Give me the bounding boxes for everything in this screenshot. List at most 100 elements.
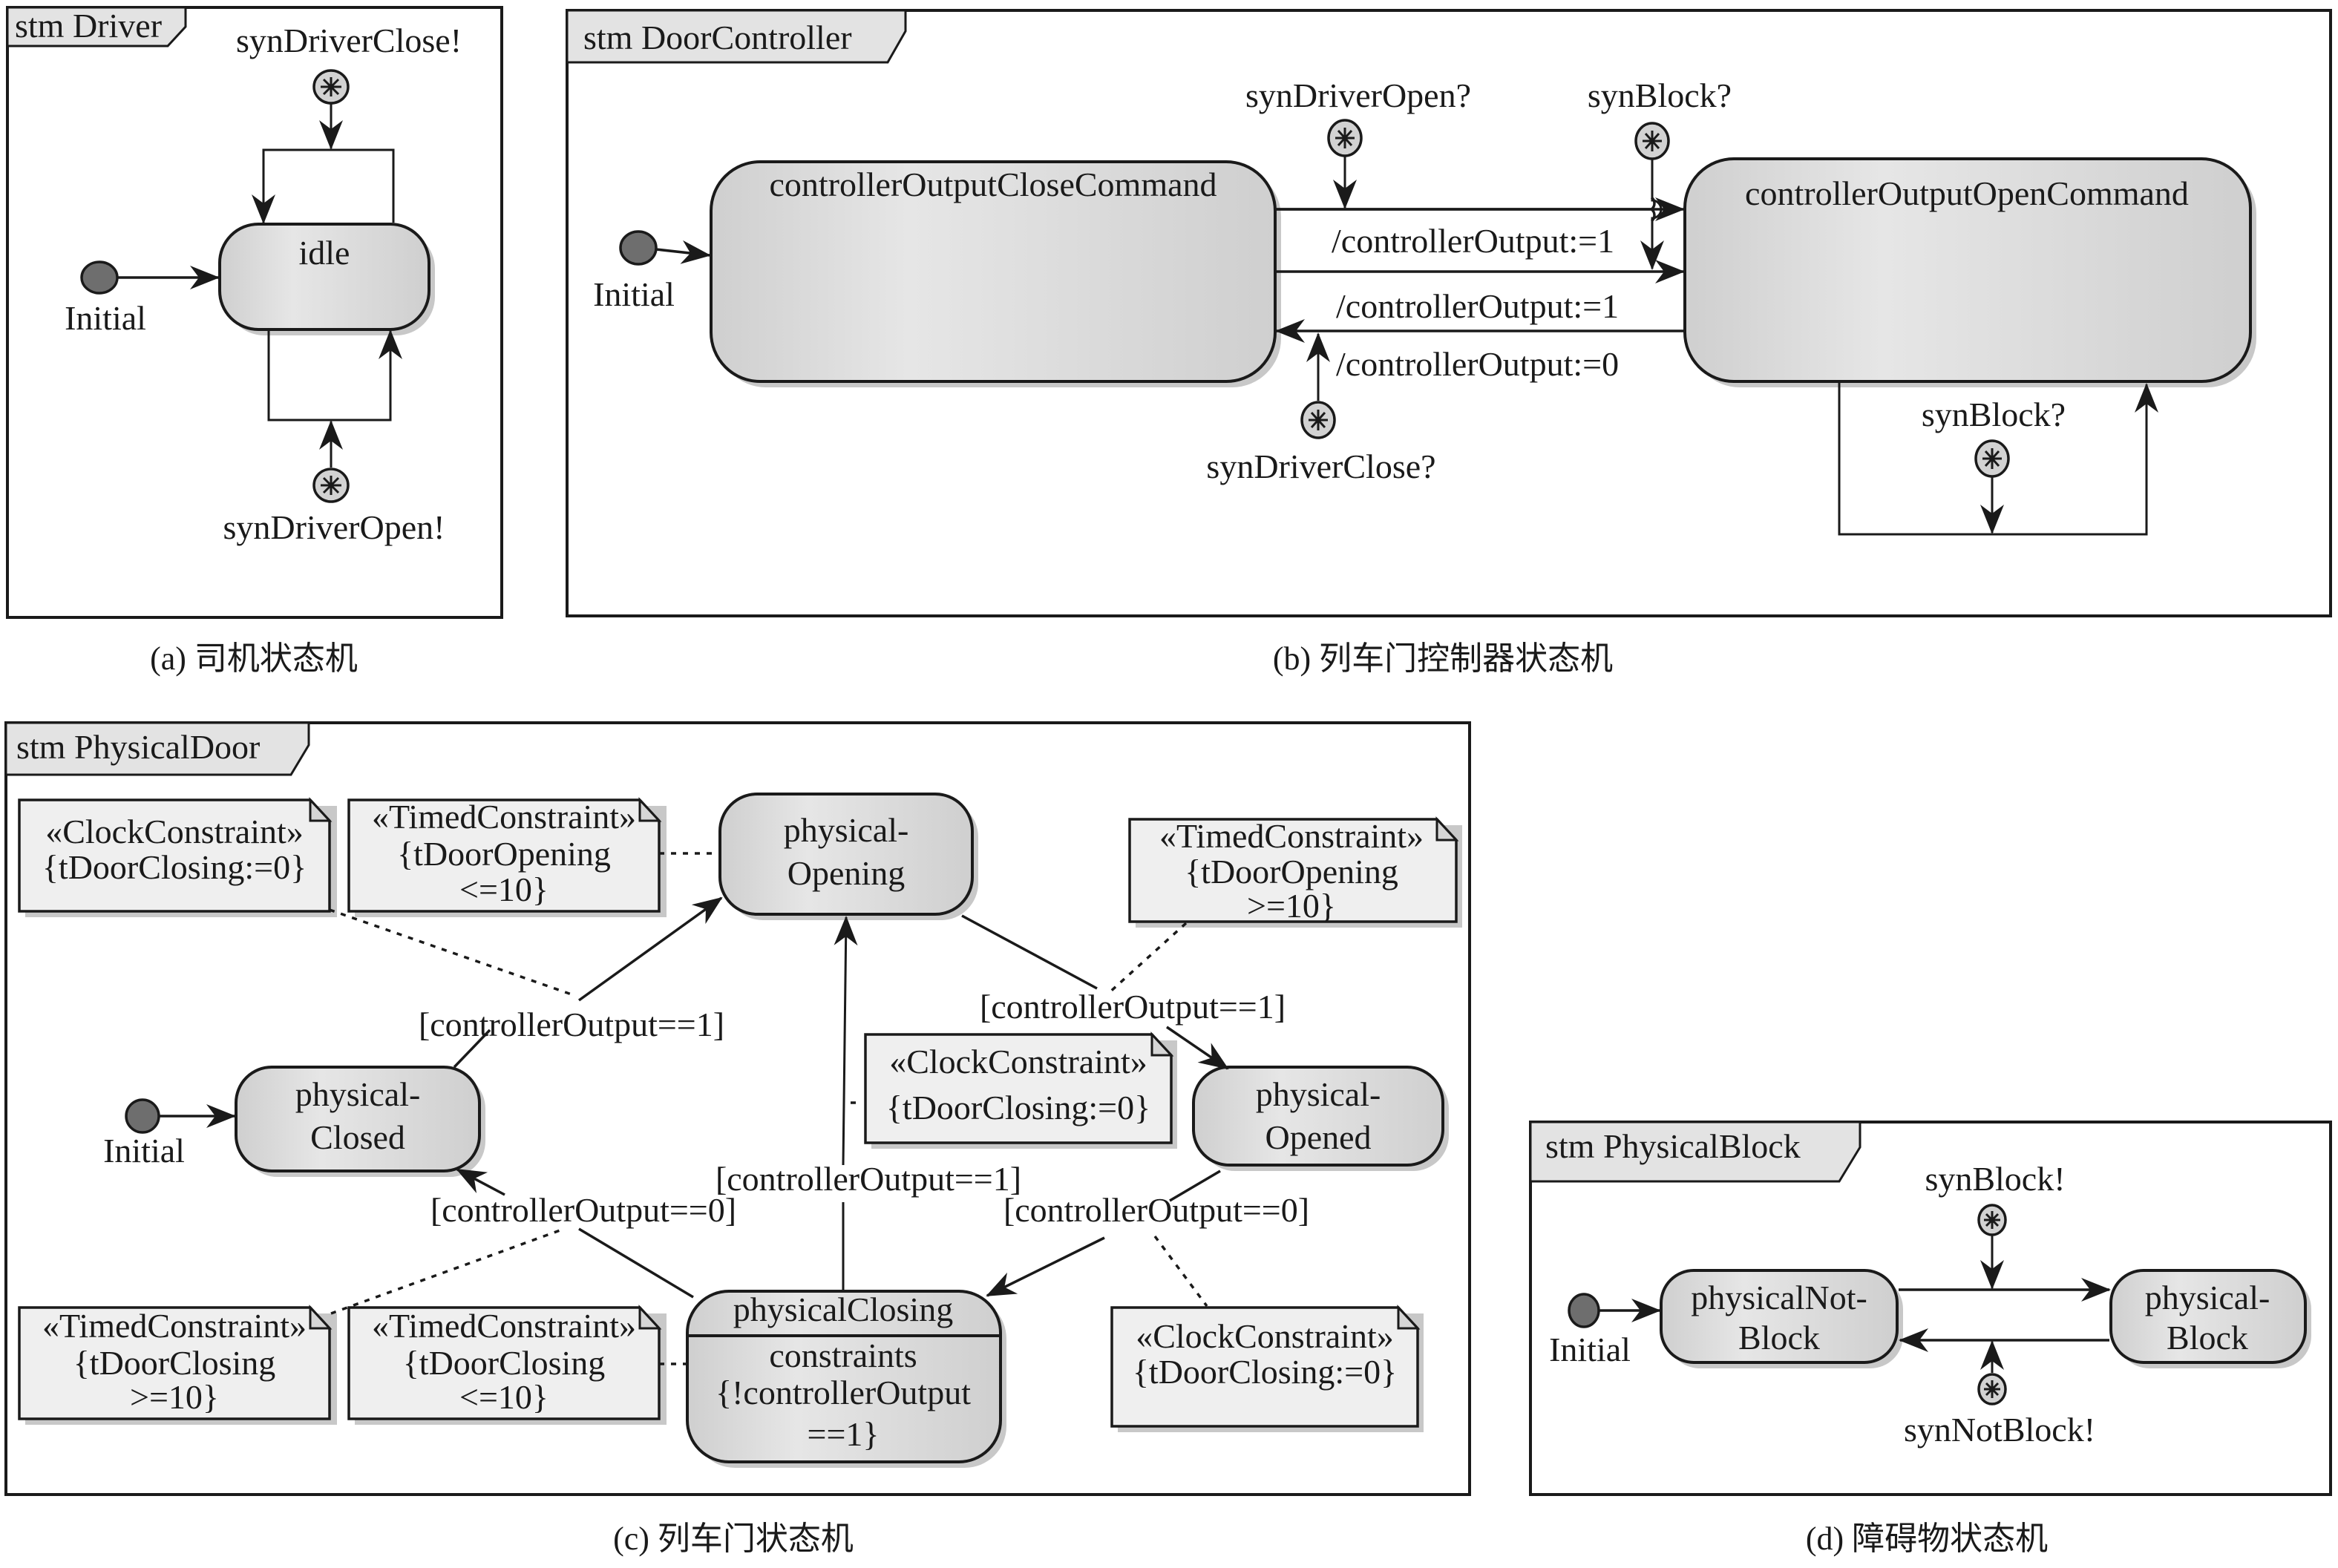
physical-block-title: stm PhysicalBlock	[1545, 1127, 1801, 1165]
transition-opened-to-closing-a	[1169, 1170, 1221, 1202]
caption-c: (c) 列车门状态机	[613, 1521, 854, 1557]
note-anchor	[1153, 1235, 1208, 1308]
note-body: <=10}	[459, 870, 549, 908]
state-closed-label: physical-	[295, 1075, 421, 1113]
note-stereotype: «ClockConstraint»	[45, 813, 304, 850]
guard-closing-to-opening: [controllerOutput==1]	[716, 1160, 1021, 1198]
door-controller-title: stm DoorController	[583, 19, 852, 56]
state-closed-label: Closed	[310, 1118, 405, 1156]
transition-opening-to-opened-a	[961, 914, 1098, 990]
guard-opened-to-closing: [controllerOutput==0]	[1003, 1191, 1309, 1229]
driver-state-machine: stm Driver idle Initial synDriverClose!	[6, 6, 503, 619]
note-timed-constraint-opening-ge: «TimedConstraint» {tDoorOpening >=10}	[1128, 816, 1462, 928]
physical-door-title: stm PhysicalDoor	[16, 728, 260, 766]
note-body: {tDoorClosing:=0}	[42, 848, 307, 886]
accept-event-icon	[1327, 119, 1363, 157]
note-timed-constraint-closing-ge: «TimedConstraint» {tDoorClosing >=10}	[18, 1305, 337, 1425]
driver-frame-tab	[6, 6, 187, 47]
effect-controller-output-0: /controllerOutput:=0	[1336, 345, 1619, 383]
state-opened-label: physical-	[1256, 1075, 1381, 1113]
transition-opened-to-closing	[986, 1236, 1105, 1297]
initial-label: Initial	[103, 1132, 185, 1170]
note-clock-constraint-2: «ClockConstraint» {tDoorClosing:=0}	[864, 1031, 1177, 1149]
event-syndriveropen: synDriverOpen!	[223, 508, 445, 546]
note-anchor	[330, 1227, 565, 1315]
guard-closing-to-closed: [controllerOutput==0]	[430, 1191, 736, 1229]
state-idle[interactable]	[218, 223, 430, 331]
caption-a: (a) 司机状态机	[150, 640, 358, 677]
closing-compartment-line: constraints	[769, 1336, 917, 1374]
state-physical-closed[interactable]	[235, 1066, 481, 1172]
physical-door-frame	[4, 721, 1471, 1496]
initial-pseudostate	[80, 260, 119, 295]
physical-door-state-machine: stm PhysicalDoor «ClockConstraint» {tDoo…	[4, 721, 1471, 1496]
event-syndriverclose: synDriverClose!	[236, 22, 462, 59]
physical-block-state-machine: stm PhysicalBlock physicalNot- Block phy…	[1529, 1121, 2332, 1496]
state-physical-opened[interactable]	[1192, 1066, 1444, 1167]
note-body: {tDoorOpening	[1185, 853, 1398, 890]
initial-label: Initial	[1549, 1331, 1631, 1368]
note-stereotype: «TimedConstraint»	[1159, 817, 1424, 855]
note-stereotype: «TimedConstraint»	[372, 1307, 636, 1345]
initial-label: Initial	[593, 275, 675, 313]
caption-d: (d) 障碍物状态机	[1806, 1521, 2048, 1557]
note-anchor	[1107, 922, 1188, 994]
event-syndriverclose: synDriverClose?	[1206, 447, 1435, 485]
accept-event-icon	[312, 69, 350, 105]
note-body: {tDoorClosing	[403, 1344, 606, 1382]
accept-event-icon	[1977, 1373, 2007, 1405]
state-opening-label: physical-	[784, 811, 909, 849]
caption-b: (b) 列车门控制器状态机	[1273, 640, 1613, 677]
event-synblock-self: synBlock?	[1922, 396, 2066, 433]
state-open-command-label: controllerOutputOpenCommand	[1745, 174, 2189, 212]
initial-label: Initial	[65, 299, 146, 337]
note-stereotype: «ClockConstraint»	[1136, 1317, 1394, 1355]
door-controller-frame-tab	[566, 9, 907, 64]
state-block-label: physical-	[2145, 1279, 2270, 1316]
state-not-block-label: physicalNot-	[1691, 1279, 1867, 1316]
state-opened-label: Opened	[1265, 1118, 1371, 1156]
note-body: >=10}	[130, 1378, 219, 1416]
state-physical-not-block[interactable]	[1660, 1269, 1899, 1364]
effect-controller-output-1: /controllerOutput:=1	[1332, 222, 1614, 260]
note-anchor	[329, 908, 572, 996]
note-body: <=10}	[459, 1378, 549, 1416]
transition-closing-to-opening	[834, 916, 858, 1166]
transition-closing-to-closed-a	[578, 1227, 694, 1299]
transition-opening-to-opened	[1166, 1026, 1229, 1070]
note-timed-constraint-closing-le: «TimedConstraint» {tDoorClosing <=10}	[347, 1305, 667, 1425]
event-synblock: synBlock?	[1588, 76, 1732, 114]
guard-closed-to-opening: [controllerOutput==1]	[419, 1006, 724, 1043]
transition-closing-to-closed	[456, 1168, 505, 1196]
driver-frame	[6, 6, 503, 619]
initial-transition	[655, 240, 711, 264]
state-closing-label: physicalClosing	[733, 1290, 953, 1328]
accept-event-icon	[1977, 1204, 2007, 1236]
note-clock-constraint-1: «ClockConstraint» {tDoorClosing:=0}	[18, 797, 337, 917]
state-idle-label: idle	[299, 234, 350, 272]
physical-door-frame-tab	[4, 721, 310, 776]
accept-event-icon	[312, 468, 350, 503]
driver-title: stm Driver	[15, 7, 162, 45]
note-body: {tDoorOpening	[397, 835, 611, 873]
note-stereotype: «TimedConstraint»	[372, 798, 636, 836]
state-close-command-label: controllerOutputCloseCommand	[769, 165, 1217, 203]
state-controller-output-open-command[interactable]	[1683, 157, 2252, 383]
physical-block-frame-tab	[1529, 1121, 1861, 1183]
accept-event-icon	[1974, 439, 2010, 478]
state-block-label: Block	[2167, 1319, 2248, 1357]
initial-pseudostate	[619, 230, 658, 266]
event-synblock: synBlock!	[1925, 1160, 2065, 1198]
physical-block-frame	[1529, 1121, 2332, 1496]
door-controller-state-machine: stm DoorController controllerOutputClose…	[566, 9, 2332, 617]
guard-opening-to-opened: [controllerOutput==1]	[980, 988, 1286, 1026]
state-physical-block[interactable]	[2109, 1269, 2307, 1364]
note-body: {tDoorClosing:=0}	[1133, 1353, 1397, 1391]
effect-controller-output-1-back: /controllerOutput:=1	[1336, 287, 1619, 325]
self-transition-open	[267, 329, 402, 421]
self-transition-close	[252, 148, 395, 224]
state-opening-label: Opening	[787, 854, 905, 892]
note-body: {tDoorClosing:=0}	[886, 1089, 1150, 1126]
accept-event-icon	[1300, 401, 1336, 439]
